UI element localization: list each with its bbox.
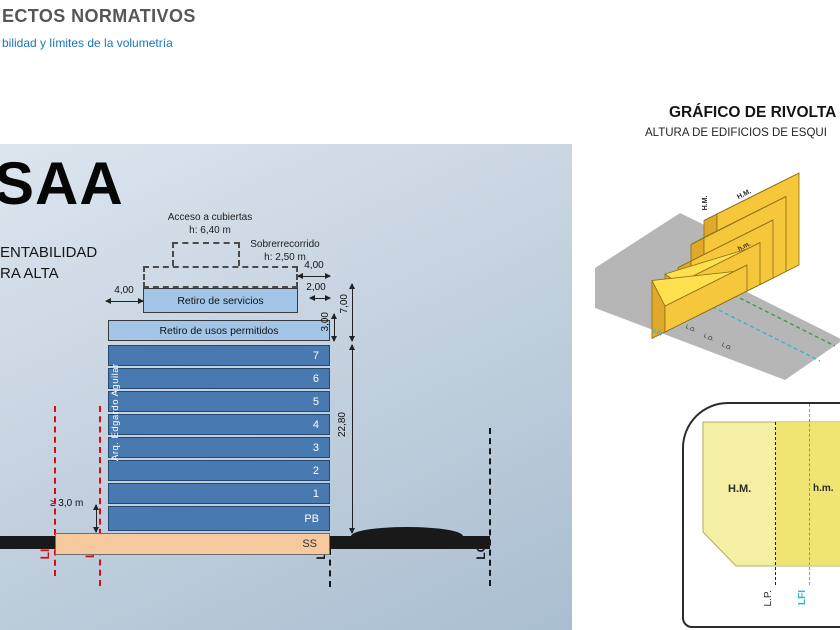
dim-label-4m-left: 4,00 <box>114 285 134 296</box>
sobrerrecorrido-label: Sobrerrecorrido <box>250 239 320 250</box>
sobrerrecorrido-note: Sobrerrecorrido h: 2,50 m <box>240 239 330 264</box>
iso-green-dashed-line <box>689 272 836 347</box>
dim-label-22m: 22,80 <box>337 412 348 438</box>
floor-bar-4: 4 <box>108 414 330 435</box>
dim-label-3m: 3,00 <box>320 312 331 332</box>
acceso-label: Acceso a cubiertas <box>167 212 253 223</box>
dim-line-7m <box>349 283 355 342</box>
left-caption-line2: RA ALTA <box>0 265 59 282</box>
plan-yellow-area <box>702 421 840 567</box>
floor-bar-7: 7 <box>108 345 330 366</box>
plan-hm-label: H.M. <box>728 483 752 495</box>
plan-lfi-label: LFI <box>797 590 808 605</box>
ref-line-lfi <box>99 406 101 586</box>
iso-lo-label-1: L.O. <box>684 324 696 334</box>
plan-hm-small-label: h.m. <box>813 483 834 494</box>
floor-bar-pb: PB <box>108 506 330 531</box>
plan-lfi-dashed-line <box>809 404 810 585</box>
iso-cyan-dashed-line <box>674 287 821 362</box>
iso-lfi-label: LFI <box>652 328 663 338</box>
street-mound <box>351 527 463 537</box>
floor-bar-2: 2 <box>108 460 330 481</box>
ref-line-lo-1 <box>329 549 331 587</box>
iso-lo-label-3: L.O. <box>720 342 732 352</box>
acceso-dashed-volume <box>172 242 240 266</box>
dim-label-4m-right: 4,00 <box>304 260 324 271</box>
acceso-cubiertas-note: Acceso a cubiertas h: 6,40 m <box>152 212 268 237</box>
dim-line-4m-right <box>297 273 331 279</box>
plan-lp-label: L.P. <box>763 590 774 607</box>
sobrerrecorrido-dashed-volume <box>143 266 298 288</box>
dim-line-2m-right <box>309 295 331 301</box>
page-title: ECTOS NORMATIVOS <box>2 6 196 26</box>
iso-lo-label-2: L.O. <box>702 333 714 343</box>
iso-hm-left-label: H.M. <box>702 196 709 211</box>
architect-credit: Arq. Edgardo Aguilar <box>110 363 121 461</box>
acceso-height: h: 6,40 m <box>189 224 231 236</box>
rivolta-isometric-graphic: H.M. H.M. h.m. L.O. L.O. L.O. LFI <box>595 172 840 380</box>
rivolta-title: GRÁFICO DE RIVOLTA <box>669 104 837 121</box>
plan-hm-small-zone <box>776 422 840 566</box>
rivolta-subtitle: ALTURA DE EDIFICIOS DE ESQUI <box>645 127 827 139</box>
floor-bar-1: 1 <box>108 483 330 504</box>
sobrerrecorrido-height: h: 2,50 m <box>264 251 306 263</box>
ref-line-lo-2 <box>489 428 491 586</box>
plan-lp-dashed-line <box>775 422 776 585</box>
left-caption-line1: ENTABILIDAD <box>0 244 98 261</box>
plan-outline <box>682 402 840 628</box>
ref-line-lib <box>54 406 56 576</box>
floor-bar-6: 6 <box>108 368 330 389</box>
building-steps <box>651 172 800 340</box>
dim-line-4m-left <box>105 298 144 304</box>
dim-line-22m <box>349 344 355 534</box>
dim-line-3m <box>331 313 337 342</box>
floor-bar-5: 5 <box>108 391 330 412</box>
dim-label-7m: 7,00 <box>339 294 350 314</box>
basement-bar: SS <box>55 533 330 555</box>
min-height-label: ≥ 3,0 m <box>50 498 84 509</box>
min-height-arrow <box>93 504 99 533</box>
dim-label-2m-right: 2,00 <box>306 282 326 293</box>
watermark-big-text: SAA <box>0 150 124 217</box>
retiro-servicios-bar: Retiro de servicios <box>143 288 298 313</box>
page-subtitle: bilidad y límites de la volumetría <box>2 36 173 50</box>
floor-bar-3: 3 <box>108 437 330 458</box>
retiro-usos-bar: Retiro de usos permitidos <box>108 320 330 341</box>
